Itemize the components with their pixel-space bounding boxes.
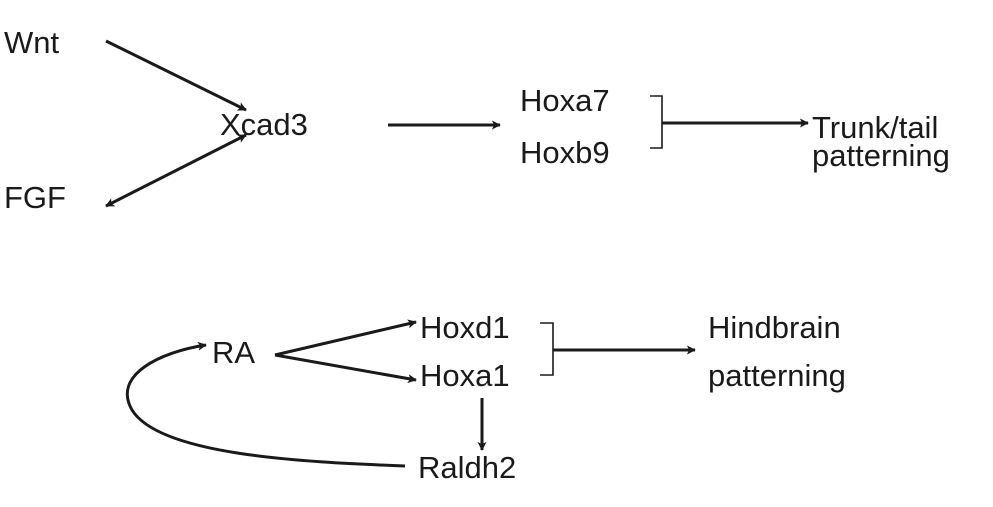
node-xcad3: Xcad3 [220, 107, 308, 142]
outcome-trunk-tail: Trunk/tail [812, 110, 938, 145]
arrow-ra-to-hoxd1 [274, 319, 417, 357]
double-arrow-xcad3-fgf [105, 133, 247, 208]
node-hoxb9: Hoxb9 [520, 135, 610, 170]
bracket-hoxd1-hoxa1 [540, 322, 554, 376]
arrow-ra-to-hoxa1 [274, 353, 417, 384]
bracket-hoxa7-hoxb9 [650, 95, 663, 149]
node-hoxa7: Hoxa7 [520, 83, 610, 118]
arrow-wnt-to-xcad3 [105, 39, 247, 112]
node-hoxa1: Hoxa1 [420, 358, 510, 393]
node-fgf: FGF [4, 180, 66, 215]
outcome-hindbrain-patterning: patterning [708, 358, 846, 393]
arrow-raldh2-to-ra [125, 341, 406, 468]
node-raldh2: Raldh2 [418, 450, 516, 485]
node-wnt: Wnt [4, 25, 60, 60]
outcome-trunk-tail-patterning: patterning [812, 138, 950, 173]
outcome-hindbrain: Hindbrain [708, 310, 841, 345]
node-ra: RA [212, 335, 255, 370]
node-hoxd1: Hoxd1 [420, 310, 510, 345]
